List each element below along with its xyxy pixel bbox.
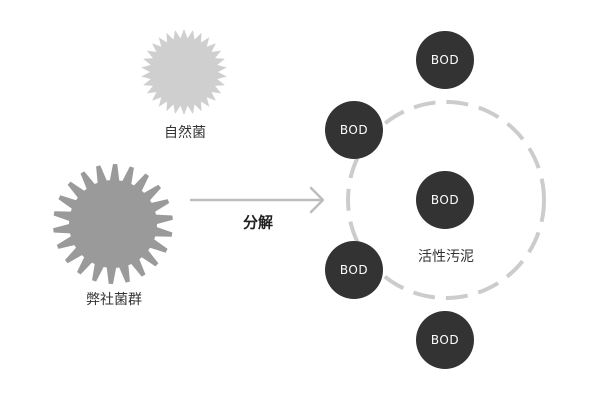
activated-sludge-circle bbox=[346, 100, 546, 300]
bod-node: BOD bbox=[325, 241, 383, 299]
decompose-label: 分解 bbox=[242, 213, 274, 232]
natural-bacteria-shape bbox=[141, 29, 227, 115]
decompose-arrow bbox=[190, 186, 325, 214]
natural-bacteria-label: 自然菌 bbox=[164, 125, 206, 141]
our-bacteria-group-label: 弊社菌群 bbox=[86, 292, 142, 308]
activated-sludge-label: 活性汚泥 bbox=[418, 249, 474, 265]
bod-node: BOD bbox=[416, 171, 474, 229]
bod-node: BOD bbox=[416, 31, 474, 89]
our-bacteria-group-shape bbox=[53, 164, 173, 284]
bod-node: BOD bbox=[416, 311, 474, 369]
bod-node: BOD bbox=[325, 101, 383, 159]
